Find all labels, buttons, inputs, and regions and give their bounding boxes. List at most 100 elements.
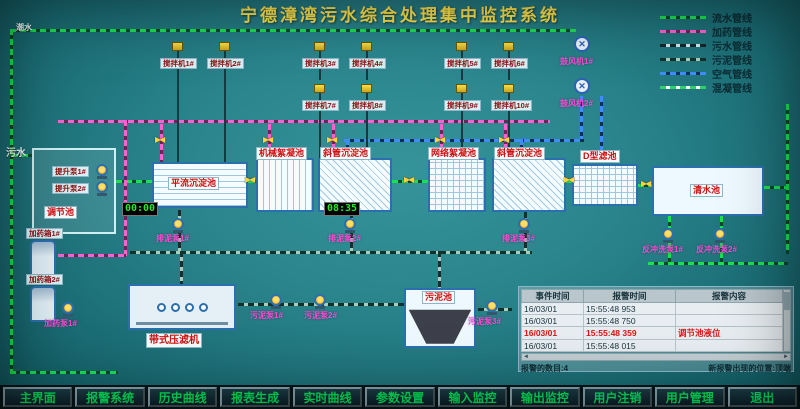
- valve-icon[interactable]: ▶◀: [435, 135, 445, 144]
- nav-parameter-button[interactable]: 参数设置: [365, 387, 435, 407]
- tank-label-xieguan2: 斜管沉淀池: [494, 147, 546, 160]
- alarm-row[interactable]: 16/03/01 15:55:48 953: [521, 302, 783, 315]
- valve-icon[interactable]: ▶◀: [641, 179, 651, 188]
- nav-user-manage-button[interactable]: 用户管理: [655, 387, 725, 407]
- nav-input-monitor-button[interactable]: 输入监控: [437, 387, 508, 407]
- legend-label: 混凝管线: [712, 83, 752, 95]
- pipe-flow-fanchong2-down: [720, 242, 723, 262]
- alarm-date: 16/03/01: [521, 326, 584, 340]
- valve-icon[interactable]: ▶◀: [564, 175, 574, 184]
- pump-paini3[interactable]: [518, 218, 530, 233]
- label-belt-press: 带式压滤机: [146, 333, 202, 348]
- nav-report-button[interactable]: 报表生成: [220, 387, 290, 407]
- mixer-label: 搅拌机8#: [349, 100, 386, 111]
- pipe-flow-xieguan-wangge: [392, 180, 428, 183]
- alarm-vscrollbar[interactable]: [783, 289, 791, 352]
- nav-history-curve-button[interactable]: 历史曲线: [147, 387, 218, 407]
- pipe-dose-drop-2: [268, 124, 271, 158]
- scroll-right-icon[interactable]: ►: [783, 354, 789, 360]
- pump-tisheng2[interactable]: [96, 181, 108, 196]
- alarm-row-active[interactable]: 16/03/01 15:55:48 359 调节池液位: [521, 326, 783, 340]
- pump-wunibeng3[interactable]: [486, 300, 498, 315]
- press-roller: [156, 302, 166, 312]
- pipe-sludge-to-tank: [438, 251, 441, 288]
- alarm-date: 16/03/01: [521, 339, 584, 352]
- pump-paini2[interactable]: [344, 218, 356, 233]
- fan-blades-icon: ✕: [578, 80, 586, 91]
- mixer-label: 搅拌机10#: [491, 100, 533, 111]
- scroll-thumb[interactable]: [784, 292, 790, 310]
- tank-wunichi: [404, 288, 476, 348]
- mixer-icon[interactable]: [314, 84, 325, 93]
- mixing-line-swatch: [660, 85, 706, 89]
- valve-icon[interactable]: ▶◀: [245, 175, 255, 184]
- alarm-content: [675, 314, 783, 327]
- pipe-flow-qingshui-out: [764, 186, 788, 189]
- mixer-label: 搅拌机6#: [491, 58, 528, 69]
- pump-paini1[interactable]: [172, 218, 184, 233]
- tank-dxing: [572, 164, 638, 206]
- alarm-col-date: 事件时间: [521, 289, 584, 303]
- tank-label-pingliu: 平流沉淀池: [168, 177, 220, 190]
- pump-fanchong2[interactable]: [714, 228, 726, 243]
- mixer-icon[interactable]: [361, 84, 372, 93]
- pump-wunibeng2[interactable]: [314, 294, 326, 309]
- mixer-icon[interactable]: [314, 42, 325, 51]
- pump-label-paini2: 排泥泵2#: [328, 234, 361, 243]
- valve-icon[interactable]: ▶◀: [155, 135, 165, 144]
- blower-fan-icon[interactable]: ✕: [574, 78, 590, 94]
- press-roller: [184, 302, 194, 312]
- legend-item: 加药管线: [660, 24, 794, 39]
- scroll-left-icon[interactable]: ◄: [523, 354, 529, 360]
- pipe-dose-drop-3: [332, 124, 335, 158]
- legend-item: 污泥管线: [660, 52, 794, 67]
- pipe-flow-inlet: [12, 154, 34, 157]
- alarm-time: 15:55:48 953: [583, 302, 676, 315]
- pump-wunibeng1[interactable]: [270, 294, 282, 309]
- mixer-shaft: [366, 93, 368, 158]
- mixer-icon[interactable]: [456, 42, 467, 51]
- pump-label-fanchong1: 反冲洗泵1#: [642, 245, 683, 254]
- pump-jiayao[interactable]: [62, 302, 74, 317]
- mixer-label: 搅拌机4#: [349, 58, 386, 69]
- pump-tisheng1[interactable]: [96, 164, 108, 179]
- nav-realtime-curve-button[interactable]: 实时曲线: [292, 387, 363, 407]
- alarm-row[interactable]: 16/03/01 15:55:48 750: [521, 314, 783, 327]
- pipe-air-main: [344, 139, 584, 142]
- pump-label-tisheng1: 提升泵1#: [52, 166, 89, 177]
- pipe-flow-left: [10, 29, 13, 373]
- mixer-icon[interactable]: [503, 42, 514, 51]
- dosing-vessel-1[interactable]: [30, 240, 56, 276]
- mixer-icon[interactable]: [503, 84, 514, 93]
- mixer-icon[interactable]: [172, 42, 183, 51]
- pipe-sludge-pingliu: [178, 210, 181, 220]
- pipe-sludge-to-press: [180, 251, 183, 284]
- mixer-icon[interactable]: [219, 42, 230, 51]
- nav-output-monitor-button[interactable]: 输出监控: [510, 387, 580, 407]
- tank-label-tiaojie: 调节池: [44, 206, 78, 219]
- valve-icon[interactable]: ▶◀: [404, 175, 414, 184]
- nav-user-logout-button[interactable]: 用户注销: [582, 387, 653, 407]
- alarm-row[interactable]: 16/03/01 15:55:48 015: [521, 339, 783, 352]
- nav-main-button[interactable]: 主界面: [3, 387, 73, 407]
- mixer-label: 搅拌机1#: [160, 58, 197, 69]
- fan-blades-icon: ✕: [578, 38, 586, 49]
- dosing-vessel-2[interactable]: [30, 286, 56, 322]
- pipe-sludge-xieguan1: [350, 212, 353, 220]
- legend-item: 污水管线: [660, 38, 794, 53]
- legend-item: 流水管线: [660, 10, 794, 25]
- nav-alarm-button[interactable]: 报警系统: [75, 387, 145, 407]
- mixer-icon[interactable]: [361, 42, 372, 51]
- alarm-time: 15:55:48 359: [583, 326, 676, 340]
- nav-exit-button[interactable]: 退出: [727, 387, 797, 407]
- alarm-hscrollbar[interactable]: ◄ ►: [521, 353, 791, 361]
- valve-icon[interactable]: ▶◀: [499, 135, 509, 144]
- pipe-dose-down-left: [124, 120, 127, 256]
- mixer-icon[interactable]: [456, 84, 467, 93]
- pump-fanchong1[interactable]: [662, 228, 674, 243]
- blower-fan-icon[interactable]: ✕: [574, 36, 590, 52]
- alarm-content: 调节池液位: [675, 326, 783, 340]
- valve-icon[interactable]: ▶◀: [327, 135, 337, 144]
- alarm-time: 15:55:48 750: [583, 314, 676, 327]
- valve-icon[interactable]: ▶◀: [263, 135, 273, 144]
